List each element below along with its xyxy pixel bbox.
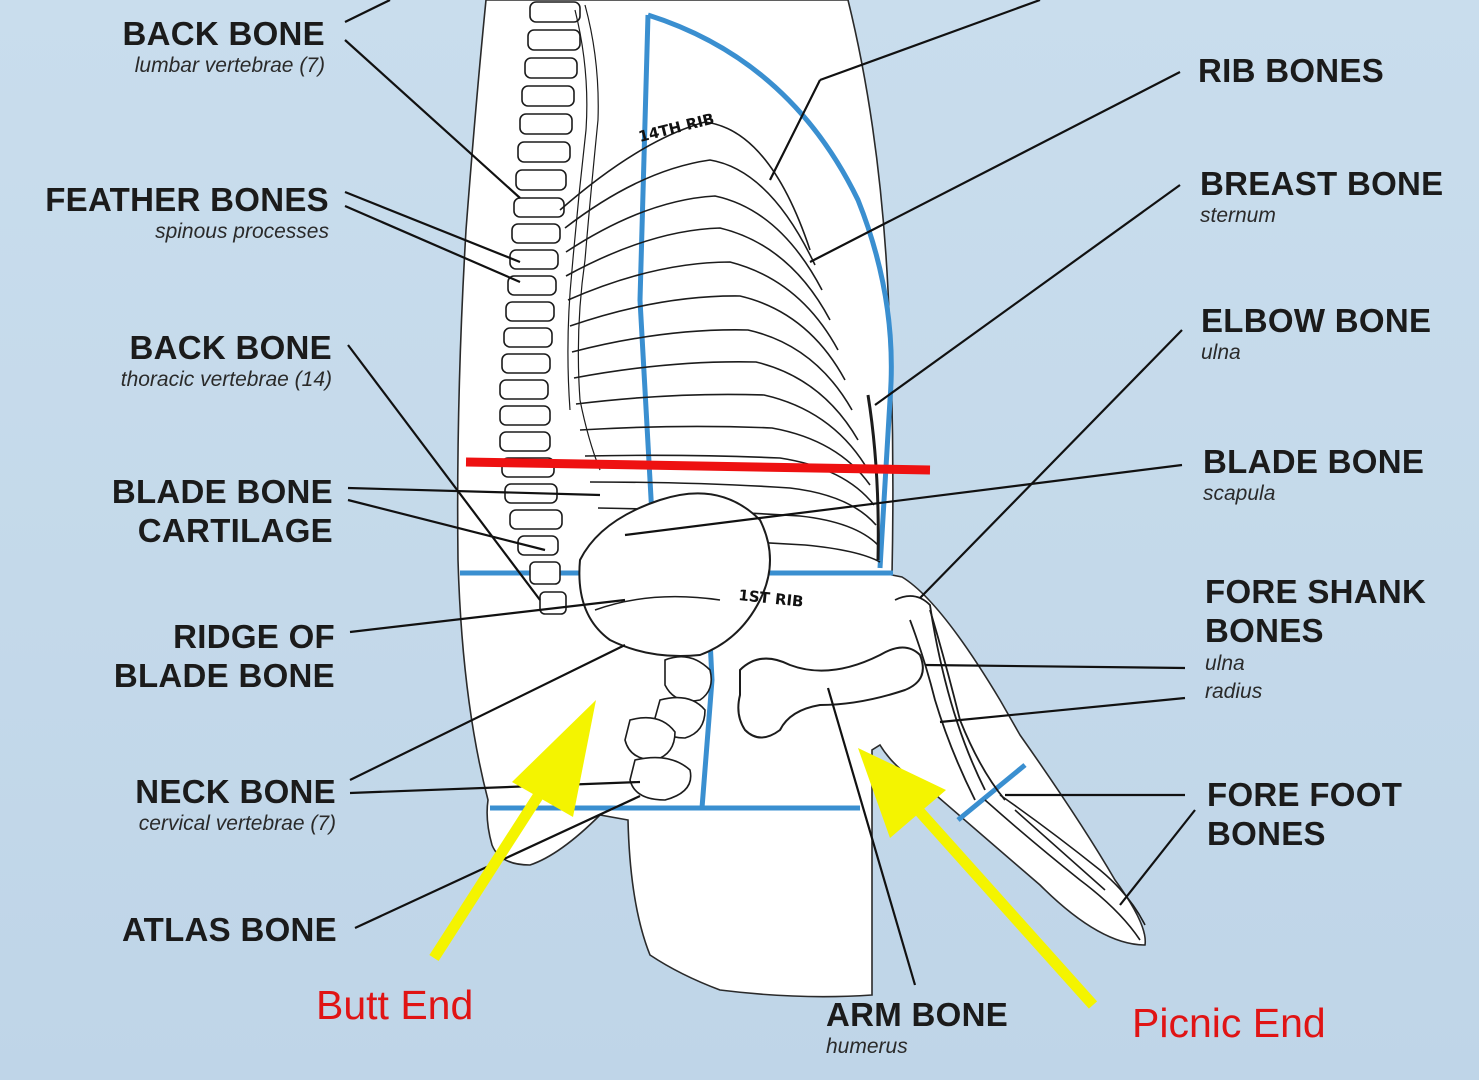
red-cut-line <box>465 457 931 475</box>
label-subtitle: scapula <box>1203 482 1276 505</box>
label-atlas-bone: ATLAS BONE <box>122 910 337 949</box>
label-title: BLADE BONE <box>1203 443 1425 480</box>
label-blade-bone: BLADE BONE scapula <box>1203 442 1424 507</box>
label-subtitle: sternum <box>1200 204 1276 227</box>
label-ridge-of-blade-bone: RIDGE OF BLADE BONE <box>114 617 335 695</box>
label-title: BACK BONE <box>122 15 325 52</box>
label-subtitle: spinous processes <box>155 220 329 243</box>
label-title-line2: CARTILAGE <box>137 512 333 549</box>
label-breast-bone: BREAST BONE sternum <box>1200 164 1444 229</box>
label-title-line1: FORE SHANK <box>1205 573 1427 610</box>
label-neck-bone: NECK BONE cervical vertebrae (7) <box>135 772 336 837</box>
label-title-line2: BONES <box>1207 815 1326 852</box>
butt-end-annotation: Butt End <box>316 982 474 1028</box>
label-title-line1: RIDGE OF <box>173 618 335 655</box>
label-subtitle: thoracic vertebrae (14) <box>120 368 332 391</box>
sternum <box>866 394 880 561</box>
label-back-bone-thoracic: BACK BONE thoracic vertebrae (14) <box>121 328 332 393</box>
blade-bone-ridge <box>594 595 721 611</box>
label-arm-bone: ARM BONE humerus <box>826 995 1008 1060</box>
label-title: ELBOW BONE <box>1201 302 1432 339</box>
butt-end-arrow <box>429 700 596 961</box>
label-title: ARM BONE <box>826 996 1009 1033</box>
label-title: NECK BONE <box>135 773 336 810</box>
label-fore-foot-bones: FORE FOOT BONES <box>1207 775 1402 853</box>
label-title-line1: FORE FOOT <box>1207 776 1403 813</box>
leader-lines <box>344 0 1196 986</box>
label-title-line2: BONES <box>1205 612 1324 649</box>
picnic-end-annotation: Picnic End <box>1132 1000 1326 1046</box>
label-title-line1: BLADE BONE <box>111 473 333 510</box>
label-title: ATLAS BONE <box>121 911 337 948</box>
label-subtitle: cervical vertebrae (7) <box>138 812 336 835</box>
label-title: BACK BONE <box>129 329 332 366</box>
label-elbow-bone: ELBOW BONE ulna <box>1201 301 1431 366</box>
humerus <box>737 646 924 739</box>
label-feather-bones: FEATHER BONES spinous processes <box>45 180 329 245</box>
label-title-line2: BLADE BONE <box>113 657 335 694</box>
label-sub-ulna: ulna <box>1205 652 1245 675</box>
neck-vertebrae <box>624 655 713 801</box>
label-title: RIB BONES <box>1198 52 1385 89</box>
label-subtitle: lumbar vertebrae (7) <box>134 54 325 77</box>
picnic-end-arrow <box>858 748 1098 1009</box>
label-subtitle: humerus <box>826 1035 908 1058</box>
label-rib-bones: RIB BONES <box>1198 51 1384 90</box>
forefoot-bones <box>984 794 1146 941</box>
label-blade-bone-cartilage: BLADE BONE CARTILAGE <box>112 472 333 550</box>
label-back-bone-lumbar: BACK BONE lumbar vertebrae (7) <box>122 14 325 79</box>
label-sub-radius: radius <box>1205 680 1263 703</box>
label-fore-shank-bones: FORE SHANK BONES ulna radius <box>1205 572 1426 706</box>
label-title: BREAST BONE <box>1200 165 1444 202</box>
label-title: FEATHER BONES <box>45 181 329 218</box>
spine-stippling <box>567 4 601 471</box>
label-subtitle: ulna <box>1201 341 1241 364</box>
